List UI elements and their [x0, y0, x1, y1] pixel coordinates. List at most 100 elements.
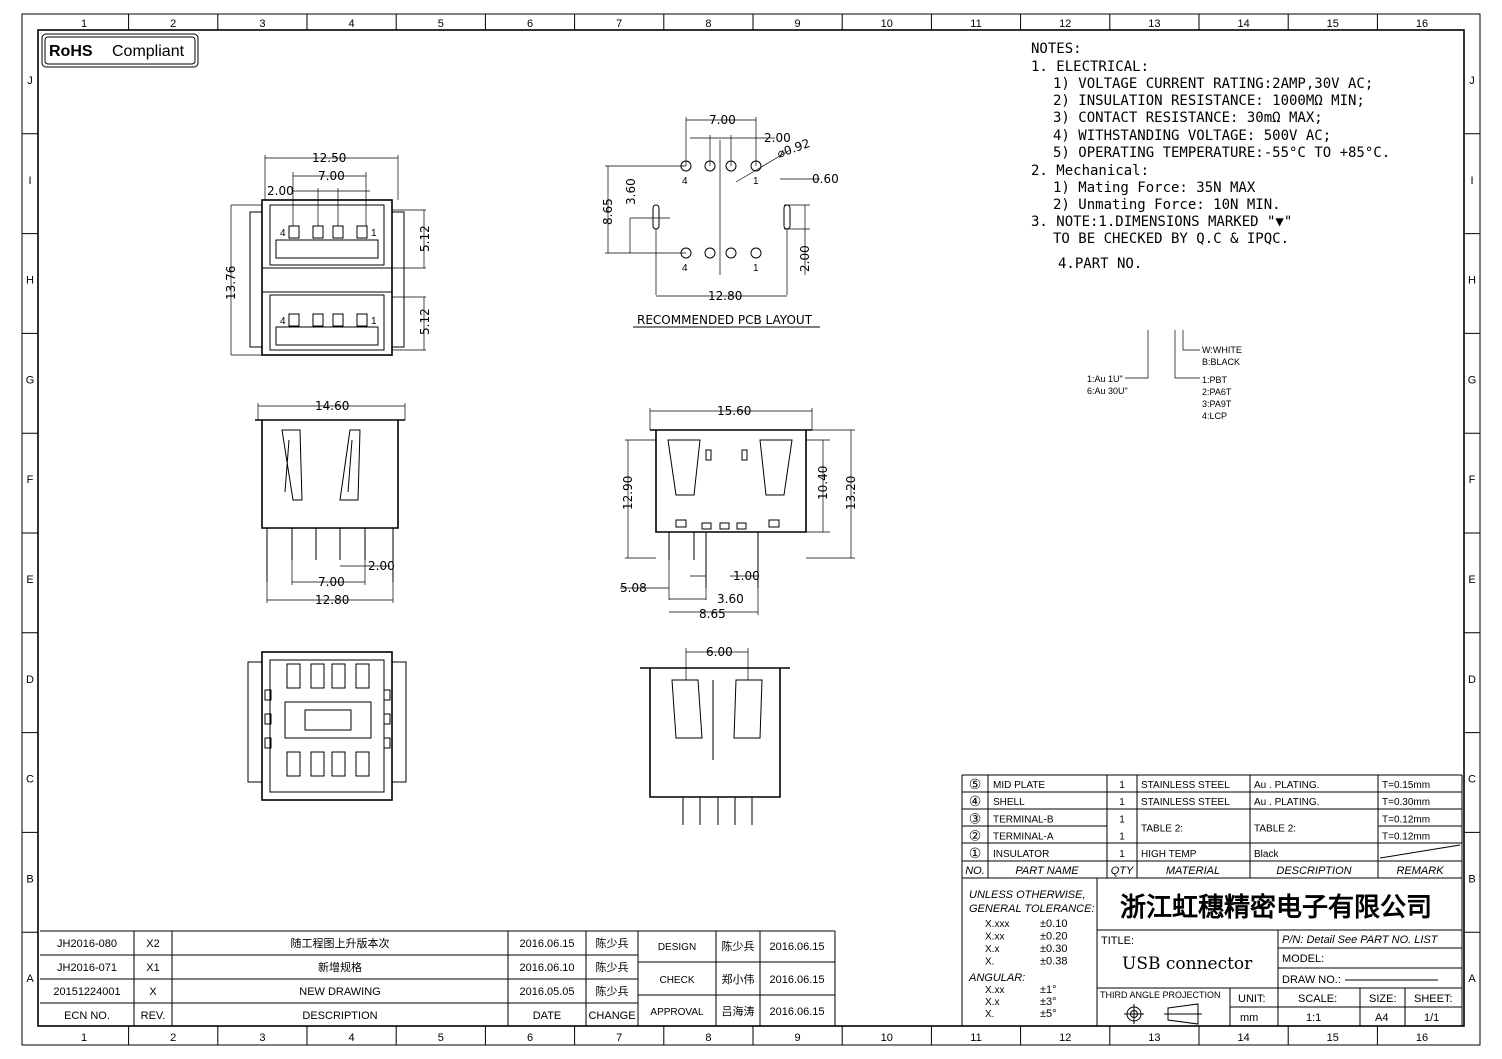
bom-qty: 1	[1119, 849, 1125, 860]
bom-remark: T=0.30mm	[1382, 797, 1430, 808]
rohs-text: RoHS	[49, 43, 93, 60]
bom-remark: T=0.12mm	[1382, 832, 1430, 843]
revision-header: DATE	[533, 1010, 562, 1022]
bom-header: NO.	[965, 865, 985, 877]
scale-value: 1:1	[1306, 1012, 1321, 1024]
legend-plating: 6:Au 30U"	[1087, 386, 1128, 396]
grid-column-label: 14	[1237, 1032, 1249, 1044]
tolerance-value: ±1°	[1040, 984, 1057, 996]
grid-column-label: 16	[1416, 1032, 1428, 1044]
dim-label: 3.60	[624, 178, 638, 205]
grid-column-label: 11	[970, 1032, 981, 1044]
dim-label: 2.00	[267, 184, 294, 198]
dim-label: 5.08	[620, 581, 647, 595]
part-number: P/N: Detail See PART NO. LIST	[1282, 934, 1439, 946]
revision-date: 2016.06.10	[519, 962, 574, 974]
grid-column-label: 7	[616, 18, 622, 30]
grid-column-label: 10	[881, 18, 893, 30]
tolerance-value: ±3°	[1040, 996, 1057, 1008]
pin-label: 4	[682, 263, 688, 274]
bom-qty: 1	[1119, 797, 1125, 808]
grid-row-label: F	[27, 474, 34, 486]
grid-column-label: 11	[970, 18, 981, 30]
grid-column-label: 12	[1059, 18, 1071, 30]
unit-label: UNIT:	[1238, 993, 1266, 1005]
grid-column-label: 1	[81, 1032, 87, 1044]
dim-label: 3.60	[717, 592, 744, 606]
grid-row-label: G	[1468, 374, 1477, 386]
bom-remark: T=0.12mm	[1382, 814, 1430, 825]
grid-row-label: D	[1468, 674, 1476, 686]
pin-label: 1	[753, 176, 759, 187]
bom-no: ②	[969, 828, 982, 844]
dim-label: 12.80	[708, 289, 742, 303]
notes: NOTES: 1. ELECTRICAL: 1) VOLTAGE CURRENT…	[1031, 41, 1390, 272]
bom-no: ①	[969, 845, 982, 861]
side-view: 14.60 2.00 7.00 12.80	[255, 399, 406, 607]
tolerance-format: X.	[985, 1009, 994, 1020]
grid-row-label: C	[1468, 774, 1476, 786]
grid-column-label: 8	[705, 18, 711, 30]
drawing-title: USB connector	[1122, 954, 1253, 974]
approval-role: CHECK	[659, 975, 694, 986]
bom-header: PART NAME	[1015, 865, 1079, 877]
note-line: 3) CONTACT RESISTANCE: 30mΩ MAX;	[1053, 110, 1323, 126]
dim-label: 8.65	[699, 607, 726, 621]
revision-description: NEW DRAWING	[299, 986, 380, 998]
legend-material: 1:PBT	[1202, 375, 1228, 385]
dim-label: 10.40	[816, 466, 830, 500]
projection-label: THIRD ANGLE PROJECTION	[1100, 990, 1221, 1000]
bom-material: STAINLESS STEEL	[1141, 797, 1230, 808]
size-label: SIZE:	[1369, 993, 1397, 1005]
angular-label: ANGULAR:	[968, 972, 1025, 984]
rohs-logo: RoHS Compliant	[41, 33, 199, 68]
note-line: 1. ELECTRICAL:	[1031, 59, 1149, 75]
grid-column-label: 9	[795, 1032, 801, 1044]
grid-column-label: 2	[170, 1032, 176, 1044]
scale-label: SCALE:	[1298, 993, 1337, 1005]
approval-date: 2016.06.15	[769, 1006, 824, 1018]
unit-value: mm	[1240, 1012, 1258, 1024]
bom-qty: 1	[1119, 780, 1125, 791]
approval-role: DESIGN	[658, 942, 696, 953]
dim-label: 13.20	[844, 476, 858, 510]
revision-header: CHANGE	[588, 1010, 635, 1022]
note-line: 2) INSULATION RESISTANCE: 1000MΩ MIN;	[1053, 93, 1365, 109]
grid-column-label: 1	[81, 18, 87, 30]
tolerance-value: ±5°	[1040, 1008, 1057, 1020]
bom-header: DESCRIPTION	[1276, 865, 1351, 877]
grid-row-label: H	[1468, 275, 1476, 287]
bom-no: ③	[969, 810, 982, 826]
title-block: UNLESS OTHERWISE, GENERAL TOLERANCE: X.x…	[961, 775, 1463, 1027]
dim-label: 5.12	[418, 225, 432, 252]
tolerance-heading: UNLESS OTHERWISE,	[969, 889, 1086, 901]
compliant-text: Compliant	[112, 43, 185, 60]
bom-remark: T=0.15mm	[1382, 780, 1430, 791]
grid-row-label: E	[26, 574, 33, 586]
grid-column-label: 15	[1327, 18, 1339, 30]
bom-part-name: INSULATOR	[993, 849, 1049, 860]
note-line: 5) OPERATING TEMPERATURE:-55°C TO +85°C.	[1053, 145, 1390, 161]
grid-row-label: A	[26, 973, 34, 985]
company-name: 浙江虹穗精密电子有限公司	[1120, 892, 1432, 923]
revision-rev: X1	[146, 962, 159, 974]
dim-label: 15.60	[717, 404, 751, 418]
grid-row-label: B	[1468, 873, 1475, 885]
tolerance-format: X.xx	[985, 932, 1004, 943]
grid-row-label: C	[26, 774, 34, 786]
grid-column-label: 7	[616, 1032, 622, 1044]
legend-plating: 1:Au 1U"	[1087, 374, 1123, 384]
tolerance-value: ±0.30	[1040, 943, 1067, 955]
notes-title: NOTES:	[1031, 41, 1082, 57]
approval-name: 陈少兵	[722, 939, 755, 953]
revision-change: 陈少兵	[596, 936, 629, 950]
tolerance-format: X.x	[985, 997, 999, 1008]
dim-label: 12.50	[312, 151, 346, 165]
bom-part-name: MID PLATE	[993, 780, 1045, 791]
legend-color: W:WHITE	[1202, 345, 1242, 355]
bom-qty: 1	[1119, 832, 1125, 843]
revision-rev: X	[149, 986, 157, 998]
grid-column-label: 4	[349, 1032, 355, 1044]
